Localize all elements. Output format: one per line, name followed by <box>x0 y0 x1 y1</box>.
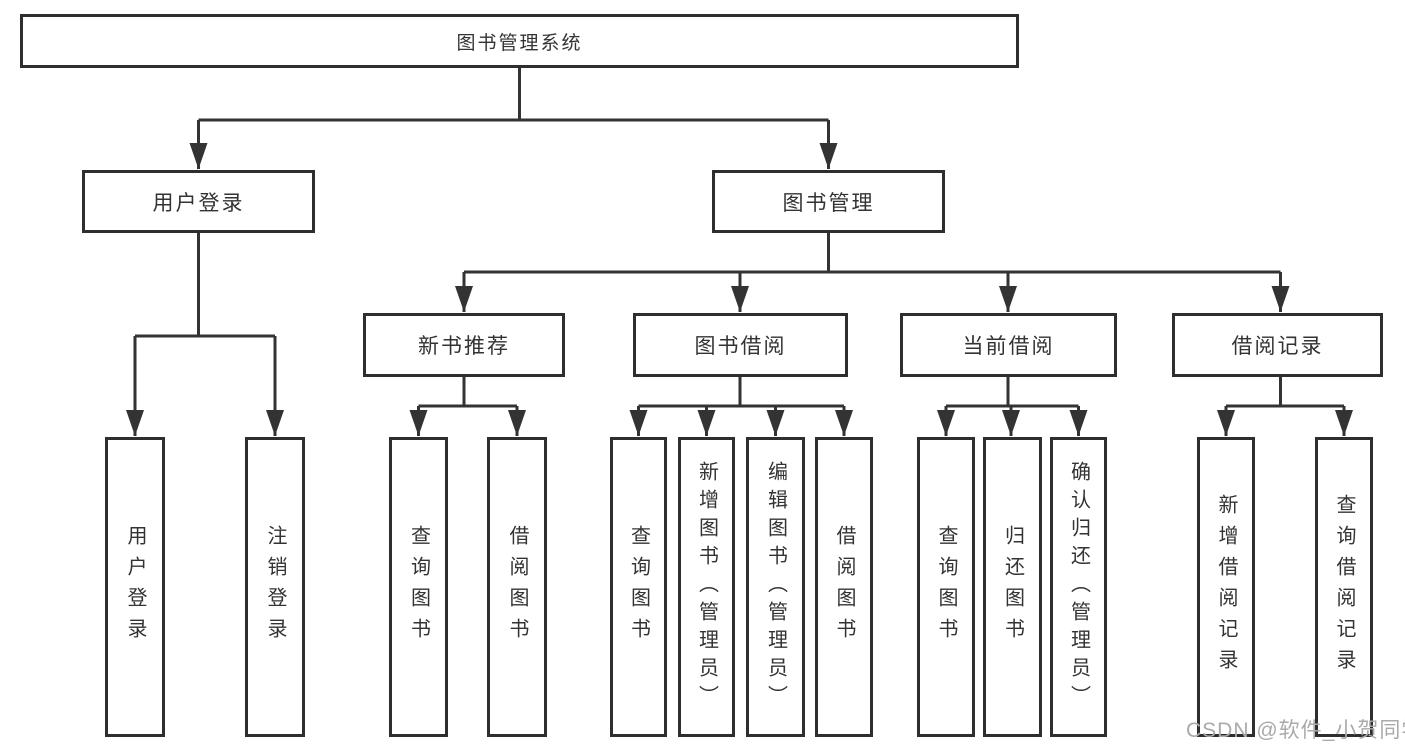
node-leaf-borrow-books: 借阅图书 <box>815 437 873 737</box>
node-leaf-query-books-borrowing: 查询图书 <box>610 437 667 737</box>
node-new-book-recommend: 新书推荐 <box>363 313 565 377</box>
node-current-borrowing: 当前借阅 <box>900 313 1117 377</box>
node-label: 查询图书 <box>627 525 650 649</box>
node-leaf-query-books-recommend: 查询图书 <box>389 437 448 737</box>
node-label: 编辑图书（管理员） <box>764 461 787 713</box>
node-label: 当前借阅 <box>962 335 1055 358</box>
node-label: 确认归还（管理员） <box>1067 461 1090 713</box>
node-library-management-system: 图书管理系统 <box>20 14 1019 68</box>
node-label: 用户登录 <box>152 191 245 215</box>
node-label: 图书管理系统 <box>456 32 583 54</box>
node-label: 新增借阅记录 <box>1215 494 1237 680</box>
node-leaf-return-books: 归还图书 <box>983 437 1042 737</box>
node-leaf-add-books-admin: 新增图书（管理员） <box>678 437 735 737</box>
node-label: 新增图书（管理员） <box>695 461 718 713</box>
node-label: 新书推荐 <box>418 335 510 358</box>
node-leaf-edit-books-admin: 编辑图书（管理员） <box>746 437 805 737</box>
node-user-login: 用户登录 <box>82 170 315 233</box>
node-label: 归还图书 <box>1001 525 1024 649</box>
node-leaf-query-borrow-record: 查询借阅记录 <box>1315 437 1373 737</box>
node-book-borrowing: 图书借阅 <box>633 313 848 377</box>
node-label: 查询借阅记录 <box>1333 494 1355 680</box>
node-book-management: 图书管理 <box>712 170 945 233</box>
node-label: 图书管理 <box>782 191 875 215</box>
watermark: CSDN @软件_小贺同学 <box>1186 719 1405 742</box>
node-leaf-user-login: 用户登录 <box>105 437 165 737</box>
node-label: 借阅记录 <box>1231 335 1324 358</box>
node-leaf-query-books-current: 查询图书 <box>917 437 975 737</box>
node-label: 注销登录 <box>264 525 286 649</box>
node-label: 查询图书 <box>935 525 957 649</box>
node-leaf-borrow-books-recommend: 借阅图书 <box>487 437 547 737</box>
node-label: 借阅图书 <box>506 525 528 649</box>
node-label: 图书借阅 <box>694 335 787 358</box>
node-label: 查询图书 <box>407 525 430 649</box>
node-label: 借阅图书 <box>833 525 855 649</box>
node-leaf-add-borrow-record: 新增借阅记录 <box>1197 437 1255 737</box>
node-leaf-confirm-return-admin: 确认归还（管理员） <box>1050 437 1107 737</box>
node-label: 用户登录 <box>124 525 146 649</box>
node-leaf-logout: 注销登录 <box>245 437 305 737</box>
node-borrow-records: 借阅记录 <box>1172 313 1383 377</box>
